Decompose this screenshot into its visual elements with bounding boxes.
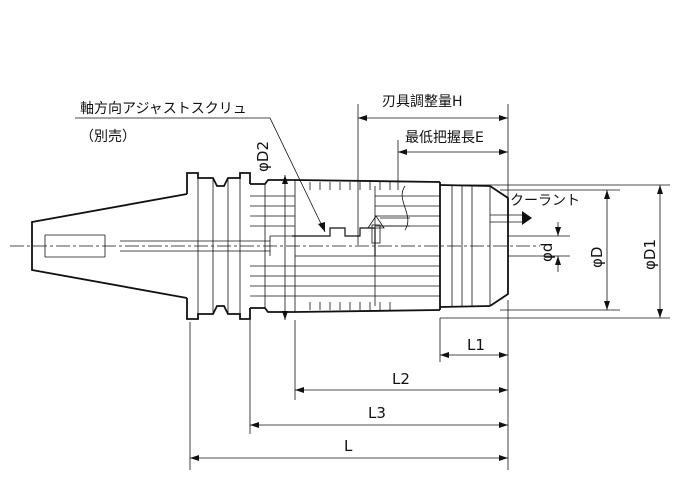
dim-L	[189, 322, 508, 470]
label-min-grip-E: 最低把握長E	[405, 130, 484, 146]
label-phi-D2: φD2	[254, 141, 272, 172]
label-L: L	[344, 437, 353, 455]
dim-E	[397, 140, 508, 190]
label-axial-adjust-screw: 軸方向アジャストスクリュ	[80, 101, 247, 117]
label-tool-adjust-H: 刃具調整量H	[382, 94, 463, 110]
holder-body	[250, 179, 441, 313]
dim-L1	[439, 318, 508, 362]
coolant-arrows	[367, 211, 532, 244]
label-L1: L1	[467, 336, 485, 354]
flange	[186, 172, 251, 320]
label-sold-separately: （別売）	[80, 129, 136, 145]
label-coolant: クーラント	[510, 193, 580, 209]
dim-L2	[294, 320, 508, 400]
dim-H	[357, 104, 509, 245]
screw-leader	[75, 117, 326, 233]
dim-phi-D1	[440, 184, 670, 319]
label-phi-D: φD	[588, 247, 606, 268]
label-L2: L2	[392, 370, 410, 388]
dim-phi-D2	[282, 175, 288, 320]
label-phi-D1: φD1	[641, 239, 659, 270]
dim-L3	[249, 320, 508, 434]
dim-phi-d	[508, 222, 570, 272]
dim-phi-D	[500, 189, 620, 311]
label-L3: L3	[368, 404, 386, 422]
label-phi-d: φd	[538, 243, 556, 262]
taper-shank	[31, 193, 292, 299]
